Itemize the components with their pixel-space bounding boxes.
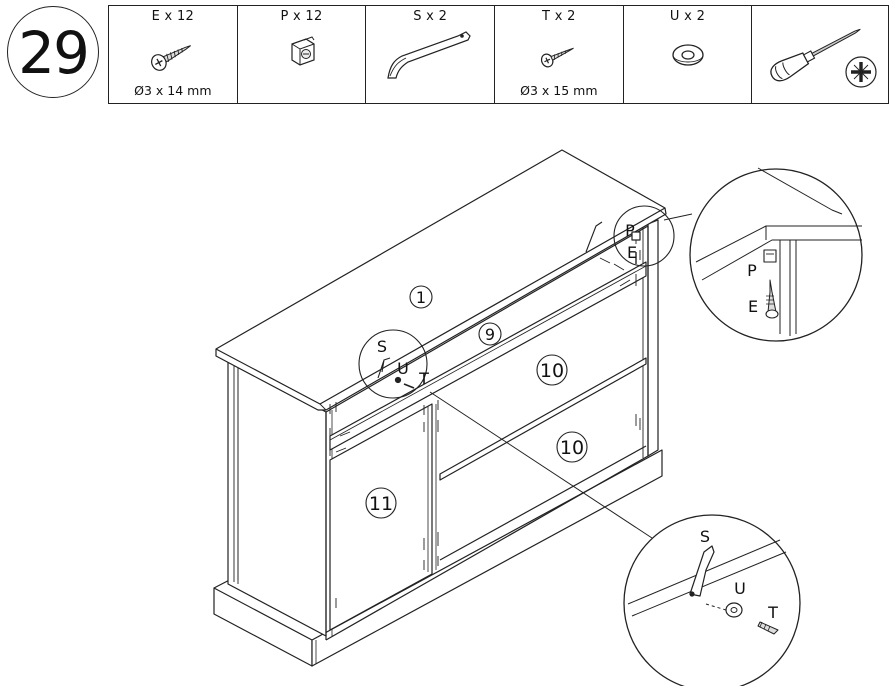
rail-9	[329, 261, 647, 451]
bracket-icon	[366, 28, 494, 81]
shelf-10-lower	[439, 445, 647, 561]
part-label: S x 2	[413, 9, 448, 24]
detail-right-e: E	[748, 297, 758, 316]
detail-bottom-u: U	[734, 579, 746, 598]
shelf-10-upper	[439, 357, 647, 481]
step-number-badge: 29	[7, 6, 99, 98]
part-size: Ø3 x 14 mm	[134, 83, 212, 98]
detail-circle-right	[689, 167, 863, 342]
step-number: 29	[18, 19, 90, 87]
part-cell-e: E x 12 Ø3 x 14 mm	[109, 6, 238, 103]
label-circle-1	[409, 285, 433, 309]
panel-label-door: 11	[369, 493, 393, 515]
callout-left-u: U	[397, 359, 409, 378]
callout-left-t: T	[418, 369, 429, 388]
screw-icon	[109, 28, 237, 81]
detail-bottom-s: S	[700, 527, 710, 546]
side-panel-right	[642, 219, 659, 458]
door-11	[329, 403, 437, 631]
part-cell-t: T x 2 Ø3 x 15 mm	[495, 6, 624, 103]
part-label: T x 2	[542, 9, 576, 24]
detail-bottom-t: T	[767, 603, 778, 622]
parts-table: E x 12 Ø3 x 14 mm P x 12	[108, 5, 889, 104]
part-label: P x 12	[280, 9, 323, 24]
label-circle-11	[365, 487, 397, 519]
label-circle-9	[478, 322, 502, 346]
part-label: E x 12	[151, 9, 195, 24]
part-label: U x 2	[669, 9, 706, 24]
panel-labels	[365, 285, 588, 519]
detail-circle-bottom	[623, 514, 801, 686]
detail-right-p: P	[747, 261, 757, 280]
panel-label-rail: 9	[485, 325, 495, 344]
screw-icon	[495, 28, 623, 81]
leader-line	[429, 391, 653, 539]
callout-right-e: E	[627, 243, 637, 262]
callout-circle-right	[613, 205, 675, 267]
top-panel-1	[215, 149, 667, 411]
phillips-screwdriver-icon	[752, 14, 888, 95]
label-circle-10-lower	[556, 431, 588, 463]
part-cell-u: U x 2	[624, 6, 753, 103]
callout-circle-left	[358, 329, 428, 399]
panel-label-top: 1	[416, 288, 426, 307]
label-circle-10-upper	[536, 354, 568, 386]
callout-right-p: P	[625, 221, 635, 240]
part-size: Ø3 x 15 mm	[520, 83, 598, 98]
part-cell-p: P x 12	[238, 6, 367, 103]
panel-label-shelf-upper: 10	[540, 360, 564, 382]
shelf-pin-icon	[238, 28, 366, 81]
part-cell-tool	[752, 6, 888, 103]
callout-left-s: S	[377, 337, 387, 356]
panel-label-shelf-lower: 10	[560, 437, 584, 459]
washer-icon	[624, 28, 752, 81]
part-cell-s: S x 2	[366, 6, 496, 103]
